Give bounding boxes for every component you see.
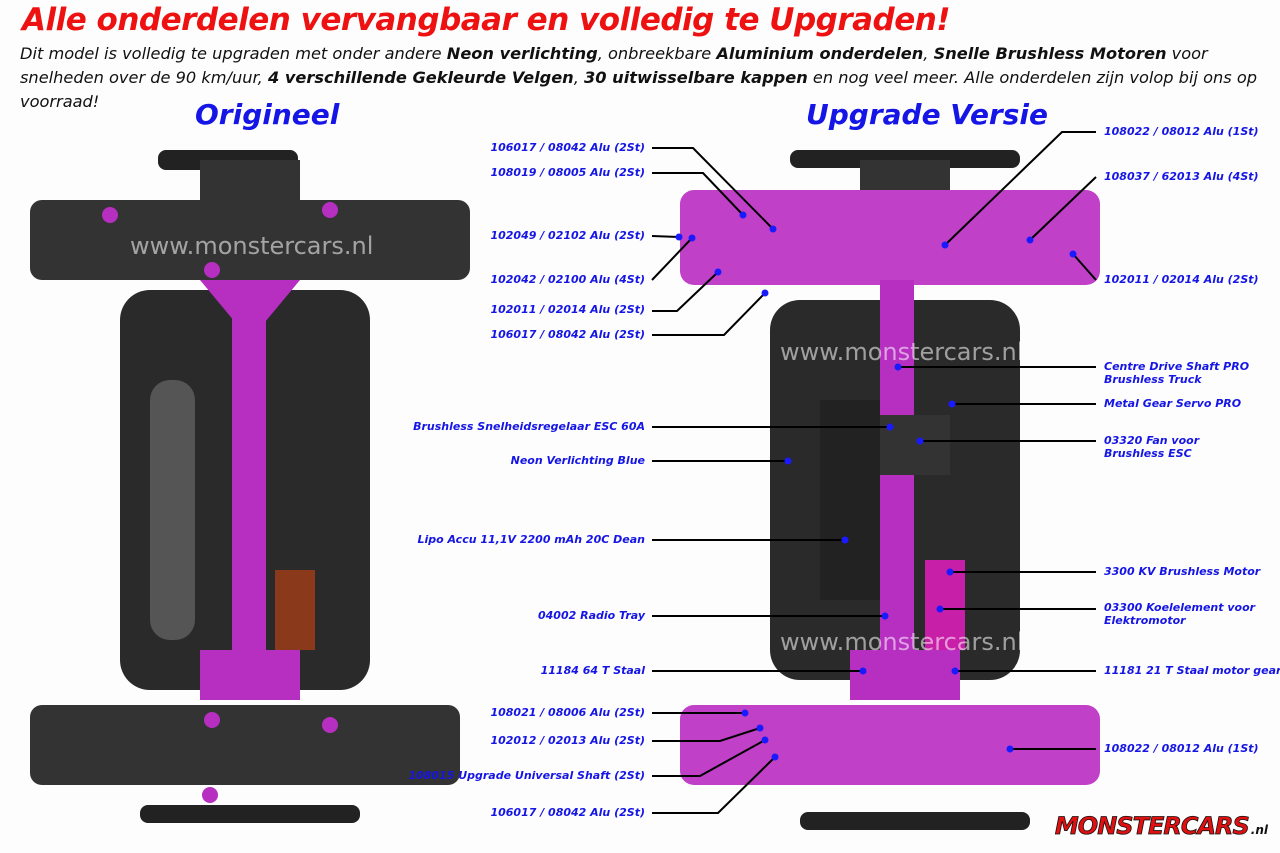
intro-bold: 4 verschillende Gekleurde Velgen: [267, 68, 574, 87]
leader-lines: [651, 131, 1097, 814]
intro-bold: 30 uitwisselbare kappen: [584, 68, 808, 87]
part-label-line: 03320 Fan voor: [1104, 434, 1200, 447]
part-label: Brushless Snelheidsregelaar ESC 60A: [413, 420, 645, 433]
original-chassis: [30, 150, 470, 823]
part-label: 102011 / 02014 Alu (2St): [490, 303, 645, 316]
part-label: 106017 / 08042 Alu (2St): [490, 328, 645, 341]
part-label-line: 108022 / 08012 Alu (1St): [1104, 742, 1259, 755]
part-label: 108022 / 08012 Alu (1St): [1104, 125, 1259, 138]
part-label-line: 03300 Koelelement voor: [1104, 601, 1256, 614]
monstercars-logo: MONSTERCARS.nl: [1054, 812, 1268, 841]
part-label-line: Metal Gear Servo PRO: [1104, 397, 1242, 410]
part-label: Lipo Accu 11,1V 2200 mAh 20C Dean: [417, 533, 645, 546]
watermark: www.monstercars.nl: [130, 232, 374, 260]
upgrade-chassis: [680, 150, 1100, 830]
part-label: 102049 / 02102 Alu (2St): [490, 229, 645, 242]
part-label: 108019 / 08005 Alu (2St): [490, 166, 645, 179]
intro-part: , onbreekbare: [597, 44, 717, 63]
intro-text: Dit model is volledig te upgraden met on…: [20, 42, 1270, 114]
part-label: Metal Gear Servo PRO: [1104, 397, 1241, 410]
part-label: 106017 / 08042 Alu (2St): [490, 141, 645, 154]
part-label-line: Centre Drive Shaft PRO: [1104, 360, 1250, 373]
logo-text: MONSTERCARS: [1054, 812, 1251, 841]
headline: Alle onderdelen vervangbaar en volledig …: [22, 2, 950, 38]
part-label-line: Brushless Truck: [1104, 373, 1202, 386]
part-label: 102011 / 02014 Alu (2St): [1104, 273, 1259, 286]
intro-part: en nog veel meer. Alle onderdelen zijn v…: [20, 68, 1258, 111]
intro-bold: Aluminium onderdelen: [716, 44, 924, 63]
part-label: 11184 64 T Staal: [540, 664, 645, 677]
part-label: 102012 / 02013 Alu (2St): [490, 734, 645, 747]
part-label-line: Brushless ESC: [1104, 447, 1192, 460]
part-label: 11181 21 T Staal motor gear: [1104, 664, 1280, 677]
part-label: 108015 Upgrade Universal Shaft (2St): [408, 769, 645, 782]
part-label: 106017 / 08042 Alu (2St): [490, 806, 645, 819]
watermark: www.monstercars.nl: [780, 628, 1024, 656]
part-label-line: 3300 KV Brushless Motor: [1104, 565, 1261, 578]
part-label: 108022 / 08012 Alu (1St): [1104, 742, 1259, 755]
part-label-line: 108022 / 08012 Alu (1St): [1104, 125, 1259, 138]
intro-part: Dit model is volledig te upgraden met on…: [20, 44, 447, 63]
section-title-upgrade: Upgrade Versie: [806, 98, 1048, 131]
part-label: 108021 / 08006 Alu (2St): [490, 706, 645, 719]
intro-part: ,: [923, 44, 934, 63]
intro-bold: Neon verlichting: [446, 44, 598, 63]
part-label-line: 108037 / 62013 Alu (4St): [1104, 170, 1259, 183]
part-label: 3300 KV Brushless Motor: [1104, 565, 1260, 578]
part-label-line: 11181 21 T Staal motor gear: [1104, 664, 1280, 677]
marker-dots: [675, 211, 1077, 761]
logo-suffix: .nl: [1250, 823, 1268, 837]
part-label-line: Elektromotor: [1104, 614, 1186, 627]
intro-part: ,: [573, 68, 585, 87]
part-label: 04002 Radio Tray: [538, 609, 645, 622]
watermark: www.monstercars.nl: [780, 338, 1024, 366]
intro-bold: Snelle Brushless Motoren: [933, 44, 1167, 63]
part-label-line: 102011 / 02014 Alu (2St): [1104, 273, 1259, 286]
part-label: Neon Verlichting Blue: [510, 454, 645, 467]
section-title-original: Origineel: [195, 98, 340, 131]
part-label: 102042 / 02100 Alu (4St): [490, 273, 645, 286]
part-label: 108037 / 62013 Alu (4St): [1104, 170, 1259, 183]
intro-part: voor snelheden over de 90 km/uur,: [20, 44, 1208, 87]
